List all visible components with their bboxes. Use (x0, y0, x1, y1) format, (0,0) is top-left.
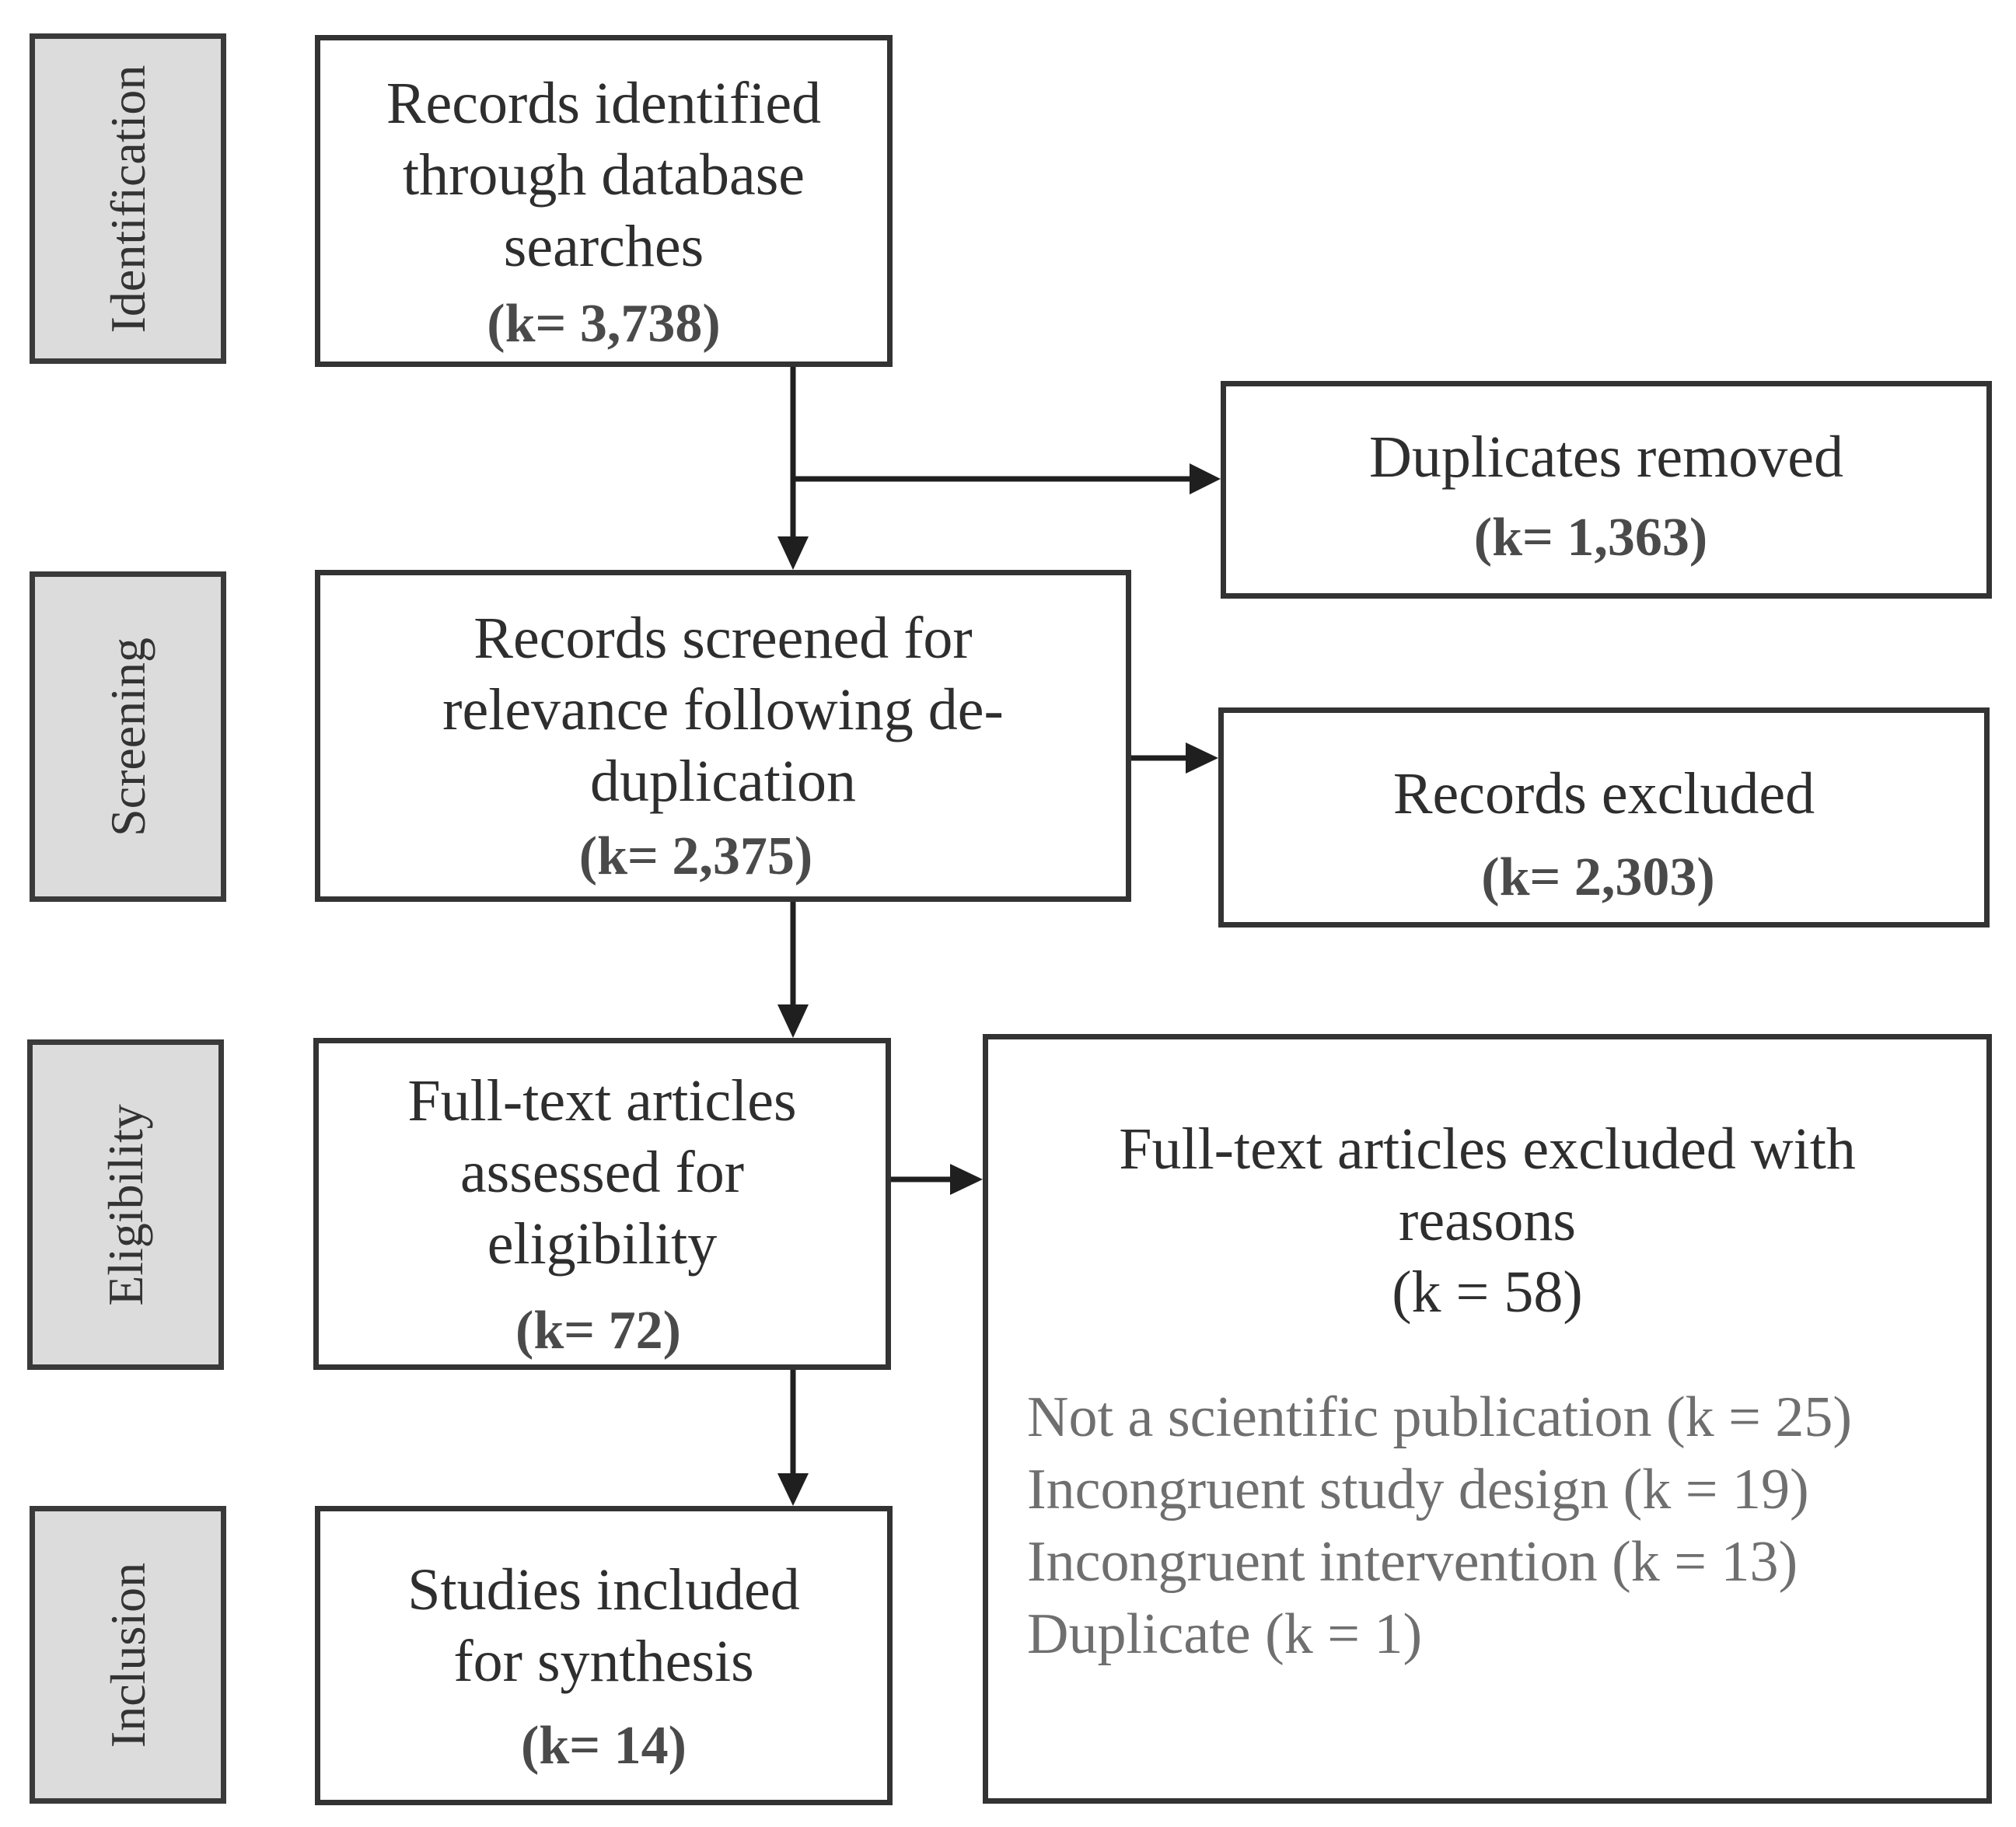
exclusion-reasons-list: Not a scientific publication (k = 25) In… (1027, 1382, 1979, 1671)
arrowhead (1190, 463, 1221, 494)
studies-included-box: Studies included for synthesis (k= 14) (315, 1506, 893, 1805)
arrowhead (1186, 742, 1218, 774)
fulltext-excluded-box: Full-text articles excluded with reasons… (983, 1034, 1992, 1804)
records-excluded-box: Records excluded (k= 2,303) (1218, 707, 1990, 927)
exclusion-reason: Incongruent intervention (k = 13) (1027, 1530, 1798, 1594)
box-count: (k = 58) (1392, 1259, 1583, 1325)
arrowhead (950, 1164, 983, 1195)
box-count: (k= 1,363) (1473, 508, 1708, 568)
exclusion-reason: Duplicate (k = 1) (1027, 1602, 1423, 1666)
arrowhead (777, 536, 809, 570)
box-title: Records screened for relevance following… (442, 606, 1004, 814)
box-title: Records identified through database sear… (386, 71, 822, 279)
phase-screening: Screening (30, 571, 226, 902)
box-count: (k= 3,738) (487, 294, 721, 354)
exclusion-reason: Not a scientific publication (k = 25) (1027, 1385, 1853, 1449)
fulltext-assessed-box: Full-text articles assessed for eligibil… (313, 1038, 891, 1370)
box-title: Studies included for synthesis (407, 1557, 800, 1694)
box-title: Full-text articles excluded with reasons (1119, 1116, 1856, 1253)
box-count: (k= 2,375) (578, 826, 813, 886)
box-count: (k= 14) (521, 1716, 687, 1776)
box-title: Records excluded (1392, 761, 1815, 826)
duplicates-removed-box: Duplicates removed (k= 1,363) (1221, 381, 1992, 599)
records-screened-box: Records screened for relevance following… (315, 570, 1131, 902)
phase-inclusion: Inclusion (30, 1506, 226, 1804)
arrowhead (777, 1004, 809, 1038)
box-title: Duplicates removed (1369, 424, 1843, 490)
box-count: (k= 2,303) (1481, 847, 1715, 907)
phase-eligibility: Eligibility (27, 1039, 224, 1370)
phase-identification: Identification (30, 33, 226, 364)
box-title: Full-text articles assessed for eligibil… (407, 1068, 797, 1277)
box-count: (k= 72) (515, 1301, 681, 1361)
arrowhead (777, 1473, 809, 1506)
exclusion-reason: Incongruent study design (k = 19) (1027, 1458, 1809, 1521)
records-identified-box: Records identified through database sear… (315, 35, 893, 367)
